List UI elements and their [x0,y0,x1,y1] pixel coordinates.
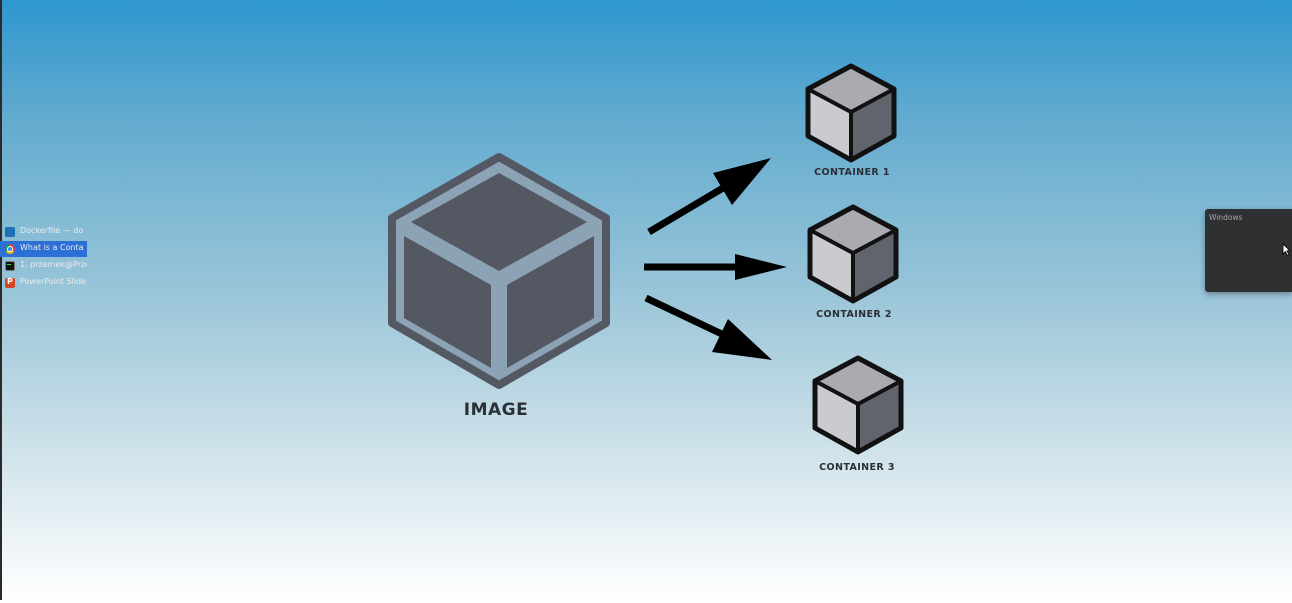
mouse-cursor-icon [1282,243,1291,256]
window-item-chrome[interactable]: What is a Conta [0,241,87,257]
container-3-label: CONTAINER 3 [819,462,895,473]
window-item-terminal[interactable]: 1. przemek@Prze [0,258,87,274]
window-item-dockerfile[interactable]: Dockerfile — do [0,224,87,240]
windows-switcher-menu: Windows [1205,209,1292,292]
udemy-brand-text: Udemy [1246,589,1286,600]
arrows-group [644,158,787,360]
container-2-cube-icon [807,204,899,304]
container-3-cube-icon [812,355,904,455]
window-item-label: Dockerfile — do [20,226,84,235]
powerpoint-icon [5,277,15,288]
vscode-icon [5,227,15,237]
image-label: IMAGE [463,400,529,420]
window-item-label: What is a Conta [20,243,84,252]
window-item-label: 1. przemek@Prze [20,260,87,269]
terminal-icon [5,261,15,271]
container-1-cube-icon [805,63,897,163]
container-1-label: CONTAINER 1 [814,167,890,178]
udemy-logo-letter: U [1236,588,1245,601]
arrow-to-container-3 [644,294,772,360]
arrow-to-container-1 [647,158,771,236]
chrome-icon [5,244,15,254]
window-edge [0,0,2,600]
arrow-to-container-2 [644,254,787,280]
container-2-label: CONTAINER 2 [816,309,892,320]
window-item-powerpoint[interactable]: PowerPoint Slide [0,275,87,291]
windows-menu-header: Windows [1209,213,1243,222]
window-item-label: PowerPoint Slide [20,277,87,286]
image-cube-icon [388,153,610,389]
